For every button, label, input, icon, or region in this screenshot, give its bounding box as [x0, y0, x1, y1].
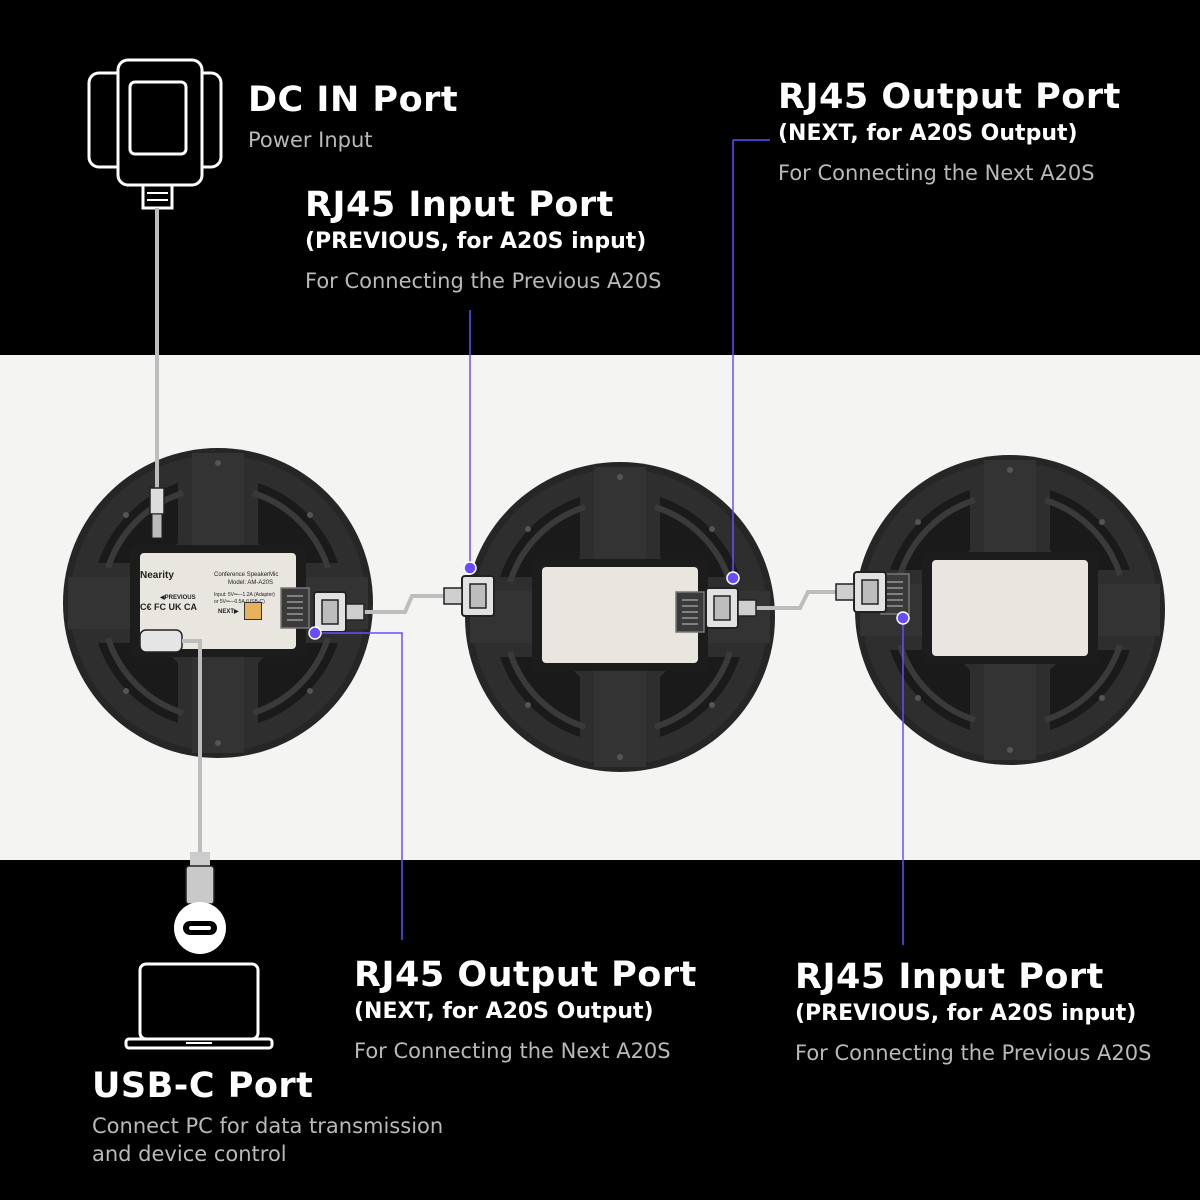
rj45-output-bottom-desc: For Connecting the Next A20S: [354, 1039, 671, 1063]
rj45-output-top-title: RJ45 Output Port: [778, 77, 1121, 117]
dc-in-title: DC IN Port: [248, 80, 459, 120]
rj45-input-top-desc: For Connecting the Previous A20S: [305, 269, 662, 293]
product-label: Conference SpeakerMic: [214, 572, 279, 578]
power-adapter-icon: [87, 58, 223, 210]
rating-line-2: or 5V═—0.5A (USB-C): [214, 599, 265, 605]
rj45-input-bottom-title: RJ45 Input Port: [795, 957, 1104, 997]
brand-label: Nearity: [140, 570, 174, 581]
rj45-input-top-sub: (PREVIOUS, for A20S input): [305, 229, 647, 254]
dc-in-label: DC IN Port Power Input: [248, 80, 458, 154]
dc-in-desc: Power Input: [248, 128, 373, 152]
rj45-input-bottom-label: RJ45 Input Port (PREVIOUS, for A20S inpu…: [795, 957, 1151, 1067]
rj45-output-top-label: RJ45 Output Port (NEXT, for A20S Output)…: [778, 77, 1121, 187]
rj45-output-bottom-label: RJ45 Output Port (NEXT, for A20S Output)…: [354, 955, 697, 1065]
previous-tag: ◀PREVIOUS: [160, 595, 196, 601]
rj45-input-bottom-sub: (PREVIOUS, for A20S input): [795, 1001, 1137, 1026]
usb-c-desc-line-1: Connect PC for data transmission: [92, 1114, 444, 1138]
usb-c-title: USB-C Port: [92, 1066, 314, 1106]
rj45-output-bottom-title: RJ45 Output Port: [354, 955, 697, 995]
port-marker: [244, 602, 262, 620]
rj45-input-top-title: RJ45 Input Port: [305, 185, 614, 225]
cert-marks: C€ FC UK CA: [140, 602, 198, 612]
rj45-input-bottom-desc: For Connecting the Previous A20S: [795, 1041, 1152, 1065]
model-label: Model: AM-A20S: [228, 580, 274, 586]
rj45-output-top-desc: For Connecting the Next A20S: [778, 161, 1095, 185]
rating-line-1: Input: 5V═—1.2A (Adapter): [214, 592, 275, 598]
usb-c-desc-line-2: and device control: [92, 1142, 287, 1166]
usb-c-label: USB-C Port Connect PC for data transmiss…: [92, 1066, 443, 1168]
rj45-output-top-sub: (NEXT, for A20S Output): [778, 121, 1078, 146]
laptop-icon: [124, 962, 274, 1050]
usb-c-icon: [174, 902, 226, 954]
leader-lines: [315, 139, 904, 945]
next-tag: NEXT▶: [218, 609, 239, 615]
rj45-input-top-label: RJ45 Input Port (PREVIOUS, for A20S inpu…: [305, 185, 661, 295]
rj45-output-bottom-sub: (NEXT, for A20S Output): [354, 999, 654, 1024]
